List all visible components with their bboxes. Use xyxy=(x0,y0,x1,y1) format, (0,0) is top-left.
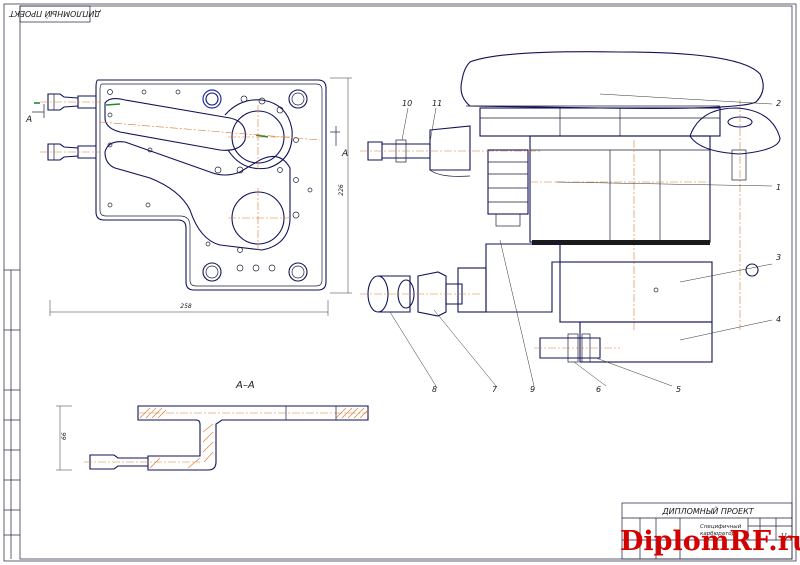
filter-base xyxy=(479,107,721,137)
plate-outline xyxy=(95,79,327,291)
bolt-hole-bottom-1 xyxy=(202,262,222,282)
callout-4: 4 xyxy=(776,315,781,324)
sheet-border xyxy=(3,3,797,562)
regulator-dome xyxy=(689,107,781,155)
drawing-frame xyxy=(19,5,793,560)
callout-5: 5 xyxy=(676,385,681,394)
title-block: ДИПЛОМНЫЙ ПРОЕКТ Специфичный карбюратор … xyxy=(621,502,793,560)
plate-view: 258 226 xyxy=(25,77,352,316)
callout-11: 11 xyxy=(432,99,442,108)
height-dimension: 226 xyxy=(338,184,345,196)
section-line xyxy=(99,121,321,141)
top-stamp: ДИПЛОМНЫЙ ПРОЕКТ xyxy=(8,5,102,23)
hose-fitting-upper xyxy=(40,93,100,111)
lower-fitting xyxy=(360,271,480,317)
svg-text:А: А xyxy=(341,149,348,159)
section-hatch xyxy=(139,407,369,469)
mixer-base xyxy=(579,321,713,363)
callout-1: 1 xyxy=(776,183,781,192)
small-holes xyxy=(107,89,313,272)
bracket xyxy=(485,243,561,313)
watermark: DiplomRF.ru xyxy=(620,526,800,557)
section-mark-right: А xyxy=(330,126,348,159)
title-name-line2: карбюратор xyxy=(700,531,736,537)
upper-channel xyxy=(104,97,246,151)
callout-6: 6 xyxy=(596,385,601,394)
svg-text:А: А xyxy=(25,115,32,125)
section-view: А–А 66 xyxy=(56,380,369,471)
fuel-inlet xyxy=(360,125,540,177)
solenoid xyxy=(487,149,529,215)
callout-3: 3 xyxy=(776,253,781,262)
gasket xyxy=(532,240,710,245)
callout-8: 8 xyxy=(432,385,437,394)
callout-7: 7 xyxy=(492,385,498,394)
carburetor-assembly: 1 2 3 4 5 6 7 8 9 10 11 xyxy=(360,51,781,394)
air-filter-cap xyxy=(460,51,764,109)
top-stamp-text: ДИПЛОМНЫЙ ПРОЕКТ xyxy=(8,9,101,20)
chamber-outline xyxy=(224,99,293,170)
hose-fitting-lower xyxy=(40,143,100,161)
callout-2: 2 xyxy=(776,99,781,108)
section-title: А–А xyxy=(235,380,255,391)
bolt-hole-bottom-2 xyxy=(288,262,308,282)
section-mark-left: А xyxy=(25,104,45,125)
throttle-body xyxy=(559,261,713,323)
title-project: ДИПЛОМНЫЙ ПРОЕКТ xyxy=(661,505,754,516)
bolt-hole-top-1 xyxy=(202,89,222,109)
green-accent-2 xyxy=(255,134,269,138)
section-height-dimension: 66 xyxy=(61,432,68,440)
outlet-fitting xyxy=(534,333,620,363)
section-body xyxy=(137,405,369,471)
bolt-hole-top-2 xyxy=(288,89,308,109)
width-dimension: 258 xyxy=(180,303,192,310)
title-name-line1: Специфичный xyxy=(700,524,742,530)
left-margin-strip xyxy=(4,269,20,559)
lower-channel xyxy=(104,141,291,251)
leader-lines xyxy=(389,93,773,387)
carburetor-body xyxy=(529,135,711,243)
title-sheet: 11 xyxy=(781,533,788,539)
callout-9: 9 xyxy=(530,385,535,394)
green-accent-1 xyxy=(105,103,121,106)
plate-inner-outline xyxy=(99,83,323,287)
callout-10: 10 xyxy=(402,99,412,108)
